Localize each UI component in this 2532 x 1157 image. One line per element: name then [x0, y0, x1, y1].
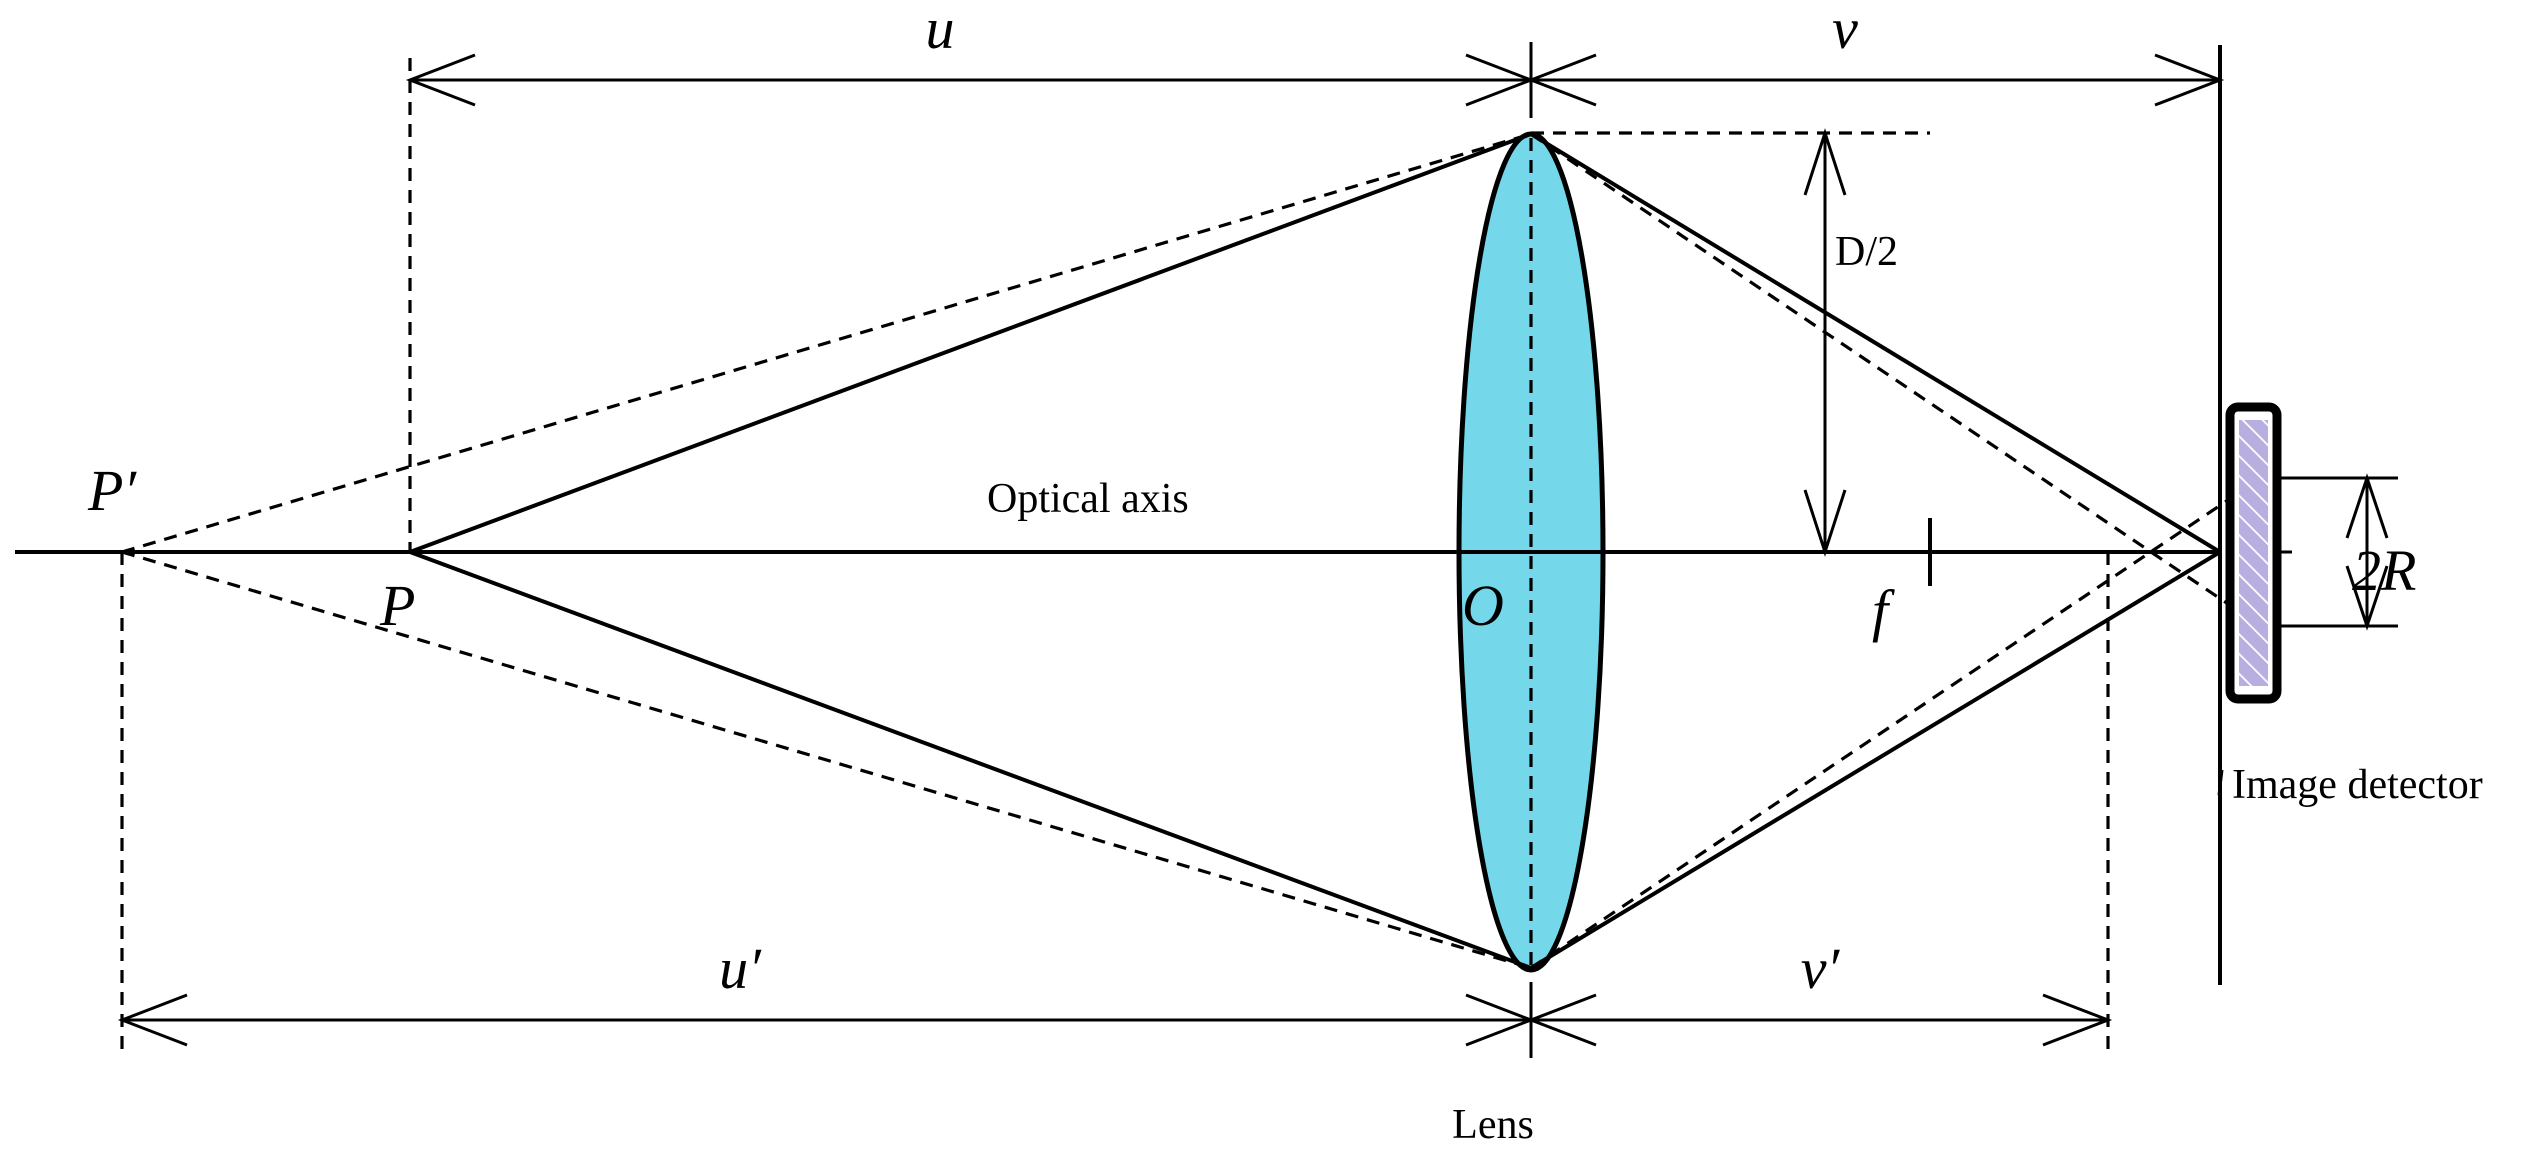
ray-pprime-to-lens-top	[121, 132, 1532, 554]
ray-p-to-lens-bottom	[409, 550, 1532, 970]
ray-lens-bottom-to-crossing	[1530, 490, 2241, 970]
dimension-v-prime	[1526, 993, 2113, 1047]
ray-lens-top-to-crossing	[1530, 132, 2241, 614]
label-v: v	[1832, 0, 1858, 61]
ray-p-to-lens-top	[409, 132, 1532, 554]
ray-pprime-to-lens-bottom	[121, 550, 1532, 970]
label-image-detector: Image detector	[2232, 762, 2483, 808]
ray-lens-bottom-to-image	[1529, 550, 2222, 970]
dimension-d-half	[1803, 128, 1847, 557]
dimension-2r	[2277, 473, 2398, 631]
label-o: O	[1462, 573, 1504, 638]
image-detector-sensor	[2239, 420, 2268, 686]
label-lens: Lens	[1452, 1102, 1534, 1148]
label-u-prime: u′	[719, 936, 762, 1001]
label-p: P	[379, 573, 415, 638]
detector-pointer-mark	[2217, 769, 2224, 796]
label-v-prime: v′	[1801, 936, 1841, 1001]
dimension-v	[1526, 53, 2225, 107]
label-p-prime: P′	[87, 458, 137, 523]
label-optical-axis: Optical axis	[987, 476, 1189, 522]
label-d-half: D/2	[1835, 229, 1898, 275]
ray-lens-top-to-image	[1529, 132, 2222, 554]
label-f: f	[1872, 578, 1895, 643]
label-2r: 2R	[2352, 538, 2416, 603]
label-u: u	[926, 0, 955, 61]
dimension-u	[405, 53, 1536, 107]
dimension-u-prime	[117, 993, 1536, 1047]
